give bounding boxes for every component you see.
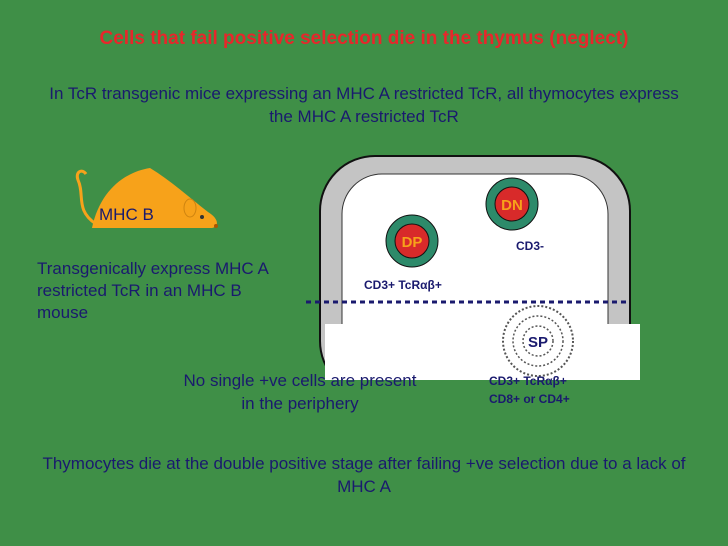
mouse-label: MHC B: [99, 205, 154, 224]
page-title: Cells that fail positive selection die i…: [99, 28, 629, 49]
intro-text: In TcR transgenic mice expressing an MHC…: [49, 84, 679, 126]
dp-label: DP: [402, 234, 423, 251]
dp-cell: DP: [385, 214, 439, 268]
no-sp-note: No single +ve cells are present in the p…: [183, 371, 417, 413]
conclusion-text: Thymocytes die at the double positive st…: [42, 454, 686, 496]
dn-cell: DN: [485, 177, 539, 231]
sp-label: SP: [528, 334, 548, 351]
thymus-diagram: DN CD3- DP CD3+ TcRαβ+ SP: [306, 155, 640, 380]
transgenic-note: Transgenically express MHC A restricted …: [37, 259, 268, 322]
dp-marker: CD3+ TcRαβ+: [364, 278, 442, 292]
mouse-icon: [75, 168, 218, 228]
dn-marker: CD3-: [516, 239, 544, 253]
periphery-panel: [325, 324, 640, 380]
sp-cell: SP: [502, 305, 574, 377]
dn-label: DN: [501, 197, 523, 214]
sp-marker-line2: CD8+ or CD4+: [489, 392, 570, 406]
sp-marker-line1: CD3+ TcRαβ+: [489, 374, 567, 388]
